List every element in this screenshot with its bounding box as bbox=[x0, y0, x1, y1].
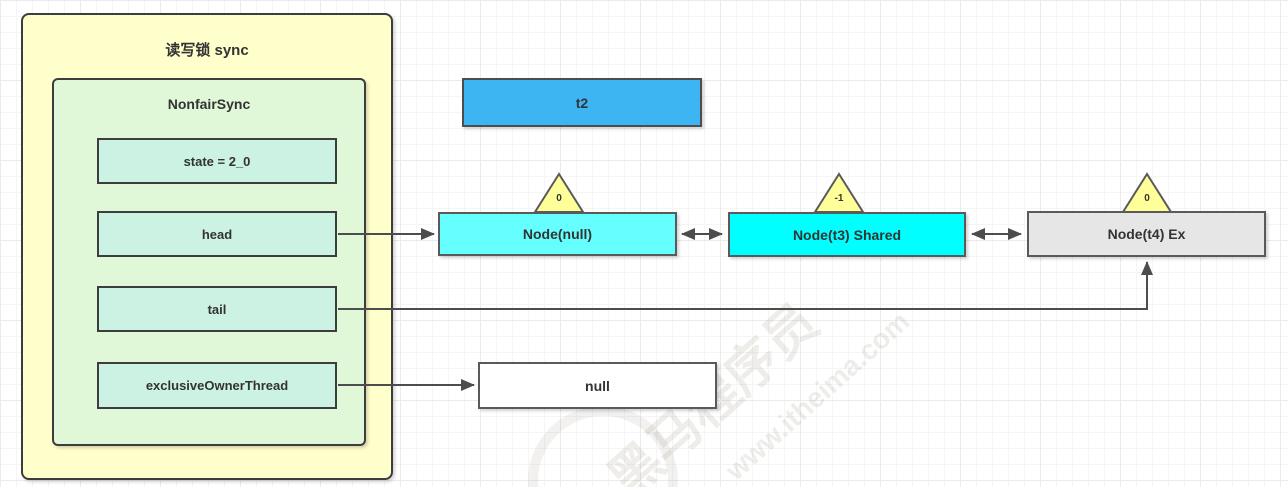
field-tail: tail bbox=[97, 286, 337, 332]
node-t4-label: Node(t4) Ex bbox=[1107, 226, 1186, 242]
node-null-label: Node(null) bbox=[522, 226, 593, 242]
thread-t2-box: t2 bbox=[462, 78, 702, 127]
waitstatus-value: 0 bbox=[1144, 193, 1150, 204]
field-head: head bbox=[97, 211, 337, 257]
node-t3-label: Node(t3) Shared bbox=[792, 226, 902, 243]
triangle-shape bbox=[1121, 172, 1173, 213]
field-exclusiveownerthread: exclusiveOwnerThread bbox=[97, 362, 337, 409]
node-t4-ex: Node(t4) Ex bbox=[1027, 211, 1266, 257]
waitstatus-triangle-node-null: 0 bbox=[533, 172, 585, 214]
field-tail-label: tail bbox=[207, 301, 227, 317]
watermark-site: www.itheima.com bbox=[719, 305, 916, 486]
waitstatus-value: -1 bbox=[834, 193, 844, 204]
triangle-shape bbox=[813, 172, 865, 213]
field-state-label: state = 2_0 bbox=[183, 153, 251, 169]
node-t3-shared: Node(t3) Shared bbox=[728, 212, 966, 257]
waitstatus-value: 0 bbox=[556, 193, 562, 204]
watermark-logo-circle bbox=[528, 406, 678, 487]
null-value-box: null bbox=[478, 362, 717, 409]
field-head-label: head bbox=[201, 226, 233, 242]
field-exclusiveownerthread-label: exclusiveOwnerThread bbox=[145, 378, 289, 393]
node-null: Node(null) bbox=[438, 212, 677, 256]
waitstatus-triangle-node-t3: -1 bbox=[813, 172, 865, 214]
null-value-label: null bbox=[585, 377, 610, 394]
triangle-shape bbox=[533, 172, 585, 213]
field-state: state = 2_0 bbox=[97, 138, 337, 184]
thread-t2-label: t2 bbox=[575, 94, 589, 111]
rwlock-title: 读写锁 sync bbox=[165, 42, 249, 59]
waitstatus-triangle-node-t4: 0 bbox=[1121, 172, 1173, 214]
nonfairsync-title: NonfairSync bbox=[167, 96, 251, 112]
arrow-tail-to-node-t4 bbox=[338, 261, 1153, 310]
